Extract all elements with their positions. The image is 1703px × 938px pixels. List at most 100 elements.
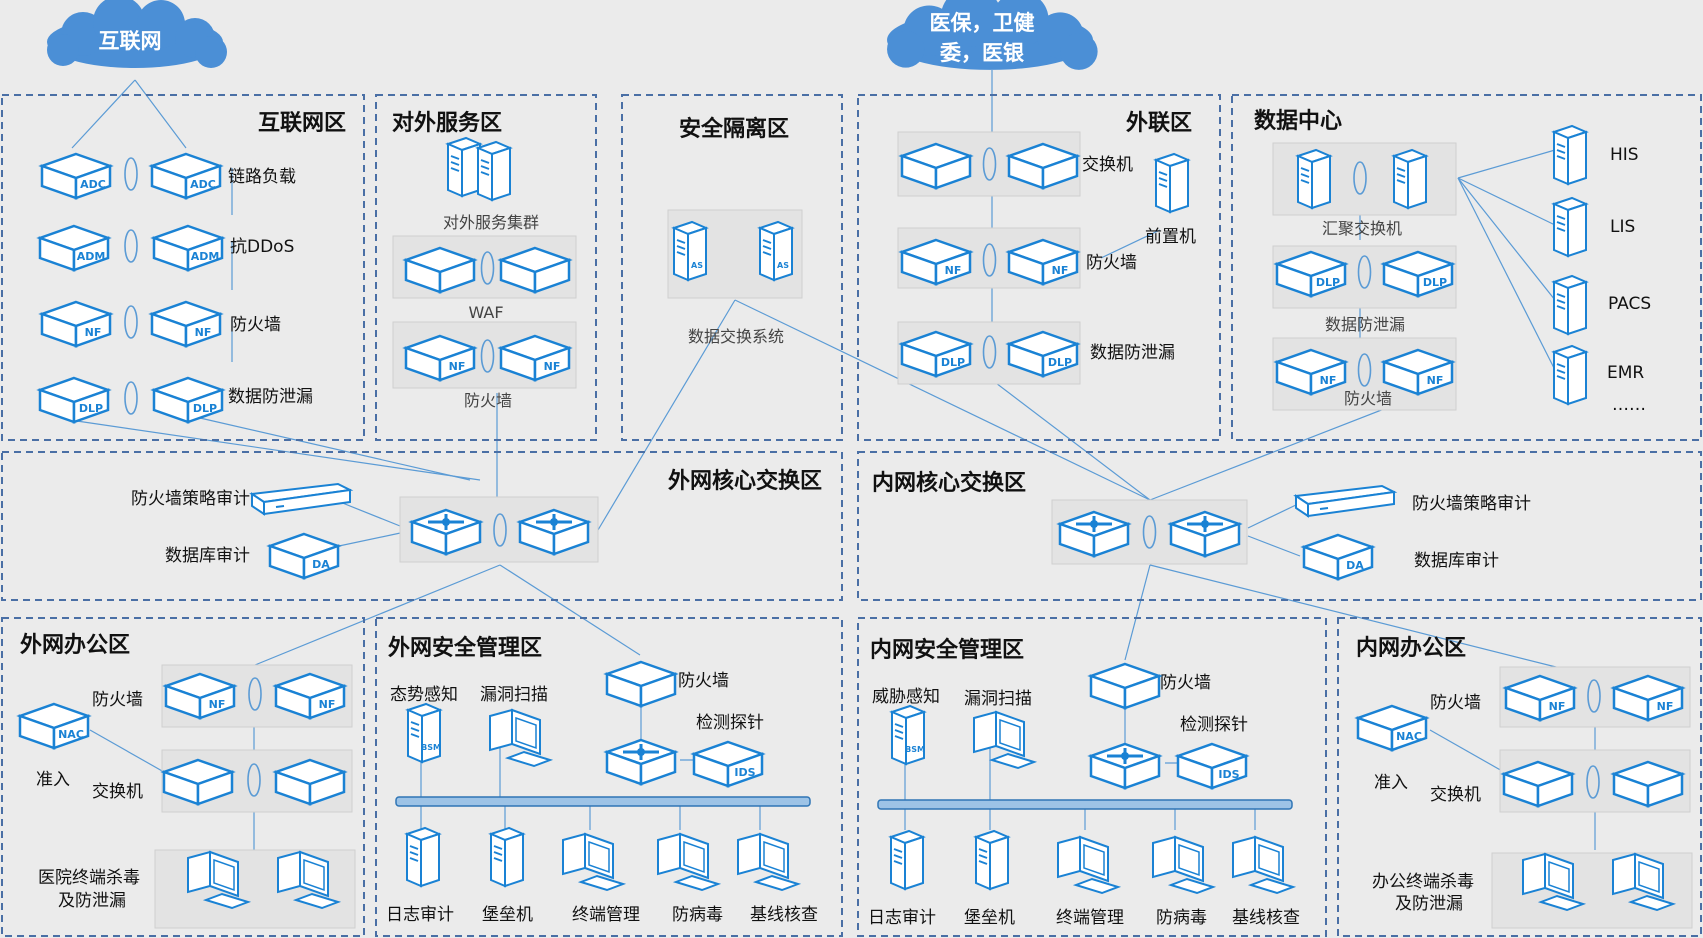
ext-bottom-1: [490, 827, 524, 887]
dc-system-1: [1553, 197, 1587, 257]
ino-nac-badge: NAC: [1396, 730, 1422, 743]
label-dc-firewall: 防火墙: [1344, 389, 1392, 408]
zone-title-isolation: 安全隔离区: [679, 116, 789, 142]
pub-nf-b: NF: [499, 334, 571, 382]
label-ext-log-audit: 日志审计: [386, 905, 454, 925]
pub-nf-link: [480, 339, 495, 373]
inet-nf-b: NF: [150, 300, 222, 348]
pub-nf-b-badge: NF: [544, 360, 561, 373]
cloud-internet: 互联网: [47, 0, 227, 68]
inet-dlp-link: [124, 381, 138, 415]
ext-switch-link: [982, 147, 997, 181]
label-pub-firewall: 防火墙: [464, 391, 512, 410]
label-anti-ddos: 抗DDoS: [230, 237, 294, 257]
zone-title-int-office: 内网办公区: [1356, 636, 1466, 661]
ext-nf-b-badge: NF: [1052, 264, 1069, 277]
dc-dlp-link: [1357, 255, 1372, 289]
zone-title-datacenter: 数据中心: [1254, 108, 1342, 134]
label-ino-switch: 交换机: [1430, 785, 1481, 805]
iso-as-b: AS: [759, 221, 793, 281]
int-db-audit-device: DA: [1302, 533, 1374, 581]
exo-switch-link: [247, 763, 261, 797]
label-int-fw-audit: 防火墙策略审计: [1412, 494, 1531, 514]
dc-system-2: [1553, 275, 1587, 335]
dc-dlp-a-badge: DLP: [1316, 276, 1340, 289]
dc-nf-b-badge: NF: [1427, 374, 1444, 387]
pub-waf-link: [480, 251, 495, 285]
exo-nf-a: NF: [164, 672, 236, 720]
ext-bottom-3: [657, 833, 719, 891]
label-ext-terminal-mgmt: 终端管理: [572, 905, 640, 925]
zone-title-int-secmgmt: 内网安全管理区: [870, 637, 1024, 663]
int-threat-device: BSM: [891, 705, 925, 765]
label-int-bastion: 堡垒机: [964, 908, 1015, 928]
label-dc-more: ……: [1612, 395, 1646, 415]
int-bottom-0: [890, 830, 924, 890]
zone-title-internet: 互联网区: [258, 111, 346, 136]
inet-adm-link: [124, 229, 138, 263]
label-ino-terminal-2: 及防泄漏: [1395, 894, 1463, 914]
label-extranet-firewall: 防火墙: [1086, 253, 1137, 273]
inet-nf-a: NF: [40, 300, 112, 348]
dc-nf-a: NF: [1275, 348, 1347, 396]
zone-title-ext-secmgmt: 外网安全管理区: [388, 635, 542, 661]
ino-nac: NAC: [1356, 704, 1428, 752]
label-ext-fw-audit: 防火墙策略审计: [131, 489, 250, 509]
inet-dlp-b: DLP: [152, 376, 224, 424]
zone-title-public-service: 对外服务区: [392, 110, 502, 136]
label-link-lb: 链路负载: [228, 167, 296, 187]
label-ext-sec-firewall: 防火墙: [678, 671, 729, 691]
ext-nf-b: NF: [1007, 238, 1079, 286]
ext-nf-a: NF: [900, 238, 972, 286]
ext-dlp-b-badge: DLP: [1048, 356, 1072, 369]
ext-situation-device-badge: BSM: [421, 743, 441, 752]
ext-dlp-b: DLP: [1007, 330, 1079, 378]
ext-situation-device: BSM: [407, 703, 441, 763]
label-exo-nac: 准入: [36, 770, 70, 790]
ext-core-link: [493, 513, 507, 547]
inet-dlp-a-badge: DLP: [79, 402, 103, 415]
label-int-log-audit: 日志审计: [868, 908, 936, 928]
int-threat-device-badge: BSM: [905, 745, 925, 754]
cloud-medical-line2: 委，医银: [939, 41, 1025, 65]
inet-adm-a: ADM: [38, 224, 110, 272]
label-int-vuln: 漏洞扫描: [964, 689, 1032, 709]
label-ino-nac: 准入: [1374, 773, 1408, 793]
int-security-bus: [877, 799, 1293, 810]
ino-nf-a: NF: [1504, 674, 1576, 722]
label-extranet-switch: 交换机: [1082, 155, 1133, 175]
cloud-medical-line1: 医保，卫健: [930, 11, 1035, 35]
dc-dlp-b: DLP: [1382, 250, 1454, 298]
ino-nf-a-badge: NF: [1549, 700, 1566, 713]
dc-dlp-a: DLP: [1275, 250, 1347, 298]
inet-adc-link: [124, 157, 138, 191]
int-fw-audit-device: [1295, 485, 1395, 517]
label-int-antivirus: 防病毒: [1156, 908, 1207, 928]
ext-nf-a-badge: NF: [945, 264, 962, 277]
ext-db-audit-device: DA: [268, 532, 340, 580]
label-pub-cluster: 对外服务集群: [443, 213, 539, 232]
ext-bottom-2: [562, 833, 624, 891]
inet-adc-b-badge: ADC: [190, 178, 216, 191]
int-bottom-2: [1057, 836, 1119, 894]
label-ext-probe: 检测探针: [696, 713, 764, 733]
label-dc-pacs: PACS: [1608, 294, 1651, 314]
cloud-medical: 医保，卫健 委，医银: [887, 0, 1098, 70]
label-ino-firewall: 防火墙: [1430, 693, 1481, 713]
label-ext-vuln: 漏洞扫描: [480, 685, 548, 705]
inet-nf-a-badge: NF: [85, 326, 102, 339]
label-dc-dlp: 数据防泄漏: [1325, 315, 1405, 334]
exo-nac-badge: NAC: [58, 728, 84, 741]
cloud-internet-label: 互联网: [99, 29, 162, 53]
label-extranet-dlp: 数据防泄漏: [1090, 343, 1175, 363]
ext-sec-switch: [605, 738, 677, 786]
dc-nf-b: NF: [1382, 348, 1454, 396]
ino-switch-link: [1586, 765, 1600, 799]
iso-as-a: AS: [673, 221, 707, 281]
dc-agg-link: [1353, 161, 1367, 195]
iso-as-b-badge: AS: [777, 261, 789, 270]
iso-as-a-badge: AS: [691, 261, 703, 270]
ino-nf-link: [1587, 679, 1601, 713]
label-int-probe: 检测探针: [1180, 715, 1248, 735]
